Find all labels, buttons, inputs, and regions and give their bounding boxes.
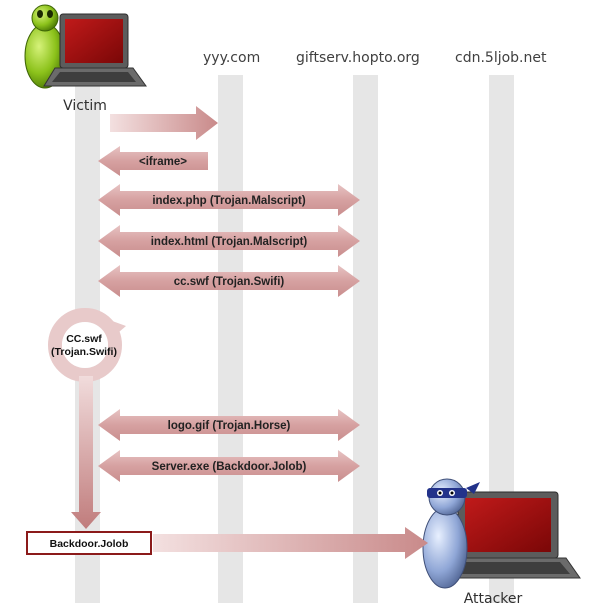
arrow-iframe [98,146,208,176]
victim-label: Victim [63,98,107,114]
lane-label-cdn: cdn.5ljob.net [455,50,547,66]
attacker-icon [422,478,581,589]
arrow-to-attacker [153,527,428,559]
message-label-index-php: index.php (Trojan.Malscript) [152,195,306,207]
loop-label-line1: CC.swf [66,333,102,345]
arrow-request-yyy [110,106,218,140]
arrow-cc-swf [98,265,360,297]
backdoor-label: Backdoor.Jolob [50,538,129,550]
arrow-index-php [98,184,360,216]
arrow-logo-gif [98,409,360,441]
message-label-cc-swf: cc.swf (Trojan.Swifi) [174,276,285,288]
lane-yyy [218,75,243,603]
execution-loop [48,308,126,382]
victim-icon [24,4,147,89]
message-label-server-exe: Server.exe (Backdoor.Jolob) [152,461,307,473]
attacker-label: Attacker [464,591,523,607]
arrow-to-backdoor [71,376,101,529]
message-label-iframe: <iframe> [139,156,187,168]
arrow-server-exe [98,450,360,482]
lane-label-yyy: yyy.com [203,50,261,66]
loop-label-line2: (Trojan.Swifi) [51,346,117,358]
arrow-index-html [98,225,360,257]
backdoor-box [26,531,152,555]
lane-label-giftserv: giftserv.hopto.org [296,50,420,66]
message-label-logo-gif: logo.gif (Trojan.Horse) [168,420,291,432]
lane-giftserv [353,75,378,603]
message-label-index-html: index.html (Trojan.Malscript) [151,236,308,248]
